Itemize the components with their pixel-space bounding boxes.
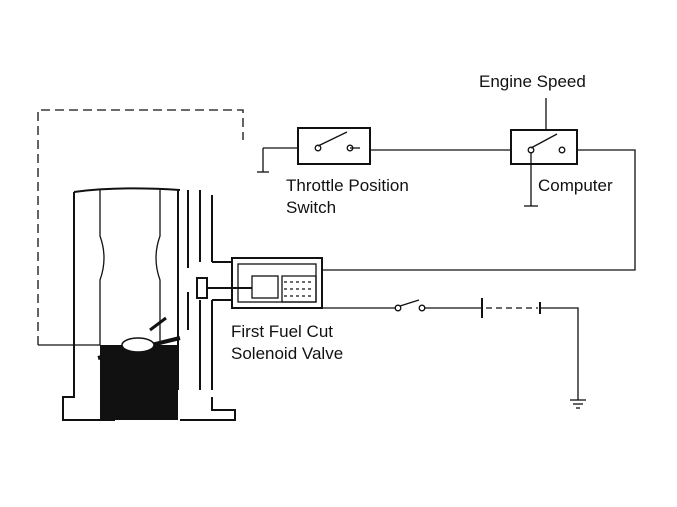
- computer-box: [510, 98, 578, 207]
- engine-speed-label: Engine Speed: [479, 72, 586, 91]
- fuel-passage: [196, 261, 232, 301]
- dashed-sense-line: [37, 109, 244, 346]
- throttle-switch-label: Switch: [286, 198, 337, 217]
- solenoid-valve: [207, 257, 323, 309]
- computer-label: Computer: [538, 176, 613, 195]
- first-fuel-cut-label: First Fuel Cut: [231, 322, 334, 341]
- ignition-circuit: [322, 298, 586, 409]
- throttle-position-switch: [257, 127, 371, 173]
- computer-to-solenoid-wire: [322, 149, 636, 271]
- throttle-position-label: Throttle Position: [286, 176, 409, 195]
- carburetor-body: [62, 187, 236, 421]
- solenoid-valve-label: Solenoid Valve: [231, 344, 344, 363]
